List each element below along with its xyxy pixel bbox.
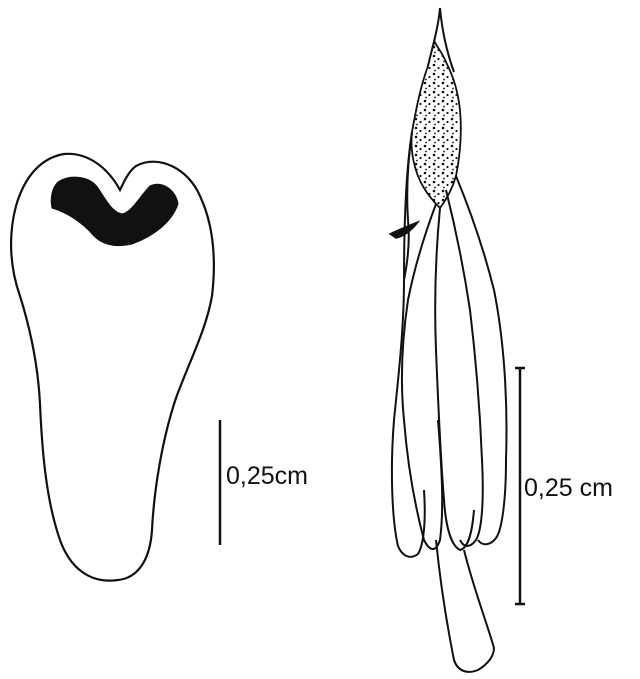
right-drawing	[390, 8, 507, 672]
left-drawing: 0,25cm	[11, 154, 308, 581]
anther-stippled	[412, 40, 461, 208]
segment-outer-right	[456, 176, 507, 544]
left-scale-label: 0,25cm	[226, 462, 308, 490]
right-scale: 0,25 cm	[515, 368, 613, 604]
segment-inner-right	[446, 190, 483, 546]
segment-outer-left	[392, 132, 425, 557]
petal-dark-mark	[51, 177, 178, 245]
right-scale-label: 0,25 cm	[524, 474, 613, 502]
stalk	[436, 540, 494, 672]
